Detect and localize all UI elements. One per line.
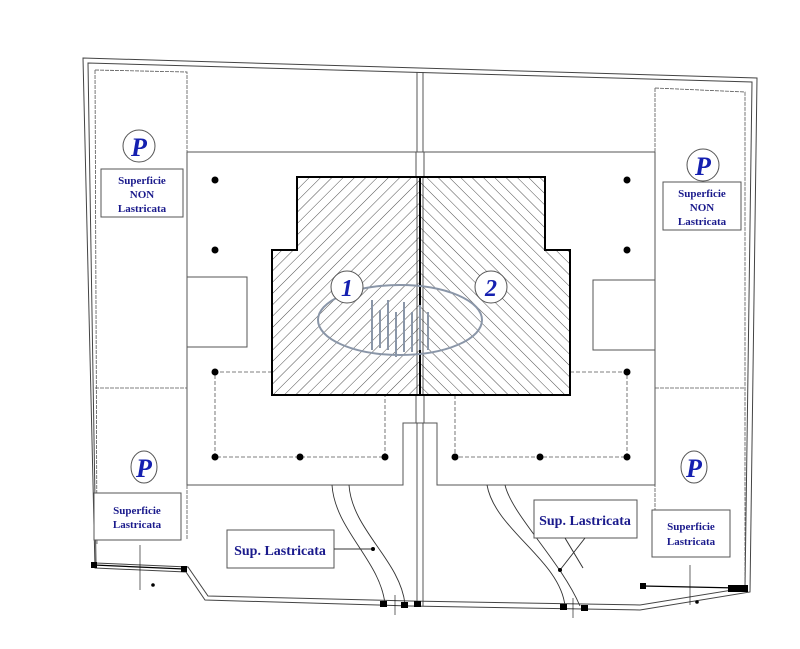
parking-icon: P — [130, 450, 158, 484]
svg-text:P: P — [685, 454, 703, 483]
gate-lines — [93, 545, 739, 618]
unit-number-2: 2 — [474, 270, 508, 304]
svg-text:Lastricata: Lastricata — [678, 216, 727, 228]
marker-dot — [695, 600, 699, 604]
lot-boundary — [82, 57, 758, 611]
svg-text:Superficie: Superficie — [667, 521, 715, 533]
label-non-paved-right: Superficie NON Lastricata — [662, 181, 742, 231]
label-paved-right: Superficie Lastricata — [651, 509, 731, 558]
svg-text:NON: NON — [690, 202, 715, 214]
svg-text:Superficie: Superficie — [113, 505, 161, 517]
unit-number-1: 1 — [330, 270, 364, 304]
pillars — [211, 176, 631, 461]
parking-icon: P — [680, 450, 708, 484]
driveway-curves — [331, 484, 581, 607]
svg-text:P: P — [130, 133, 148, 162]
svg-text:1: 1 — [341, 276, 353, 302]
svg-text:P: P — [135, 454, 153, 483]
parking-icon: P — [686, 148, 720, 182]
svg-text:2: 2 — [484, 276, 497, 302]
svg-text:NON: NON — [130, 189, 155, 201]
svg-text:Lastricata: Lastricata — [118, 203, 167, 215]
svg-text:Sup. Lastricata: Sup. Lastricata — [234, 544, 326, 559]
watermark-logo — [317, 284, 483, 357]
svg-text:Superficie: Superficie — [678, 188, 726, 200]
marker-dot — [151, 583, 155, 587]
svg-text:Lastricata: Lastricata — [113, 519, 162, 531]
label-driveway-right: Sup. Lastricata — [533, 499, 638, 572]
label-driveway-left: Sup. Lastricata — [226, 529, 375, 569]
parking-icon: P — [122, 129, 156, 163]
svg-text:Sup. Lastricata: Sup. Lastricata — [539, 514, 631, 529]
svg-text:P: P — [694, 152, 712, 181]
label-paved-left: Superficie Lastricata — [93, 492, 182, 541]
courtyard-outline — [186, 151, 656, 486]
svg-text:Lastricata: Lastricata — [667, 536, 716, 548]
label-non-paved-left: Superficie NON Lastricata — [100, 168, 184, 218]
svg-text:Superficie: Superficie — [118, 175, 166, 187]
